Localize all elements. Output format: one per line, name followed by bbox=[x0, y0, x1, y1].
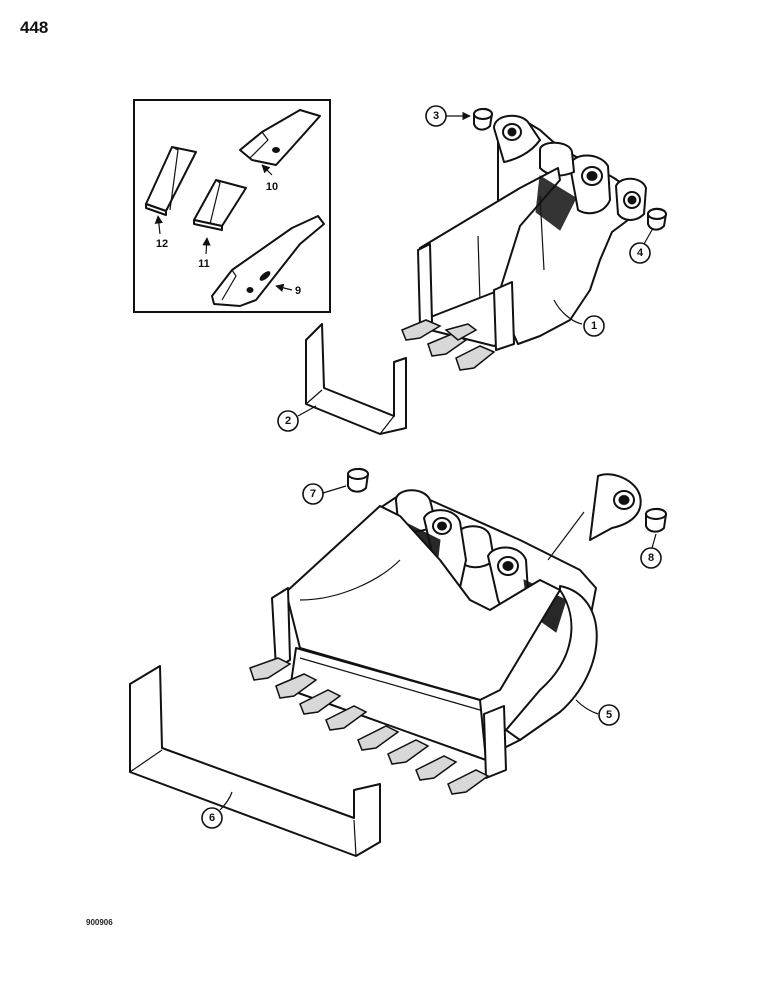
narrow-bucket bbox=[401, 114, 647, 371]
page-number: 448 bbox=[20, 18, 49, 37]
callout-7-label: 7 bbox=[310, 488, 316, 500]
callout-7 bbox=[302, 483, 324, 505]
label-10: 10 bbox=[266, 181, 278, 193]
callout-1-label: 1 bbox=[591, 320, 597, 332]
callout-2-label: 2 bbox=[285, 415, 291, 427]
label-12: 12 bbox=[156, 238, 168, 250]
label-11: 11 bbox=[198, 258, 210, 270]
callout-3-label: 3 bbox=[433, 110, 439, 122]
adapter-9 bbox=[211, 215, 325, 307]
bucket-ear-piece bbox=[547, 473, 642, 561]
callout-1 bbox=[583, 315, 605, 337]
callout-2 bbox=[277, 410, 299, 432]
callouts: 1 2 3 4 5 6 7 8 bbox=[201, 105, 662, 829]
tooth-guard-2 bbox=[305, 323, 407, 435]
tooth-cap-11 bbox=[193, 179, 247, 231]
tooth-guard-6 bbox=[129, 665, 381, 857]
tooth-cap-12 bbox=[145, 146, 197, 216]
inset-tooth-parts: 10 12 11 9 bbox=[133, 99, 331, 313]
callout-5-label: 5 bbox=[606, 709, 612, 721]
callout-6 bbox=[201, 807, 223, 829]
callout-8 bbox=[640, 547, 662, 569]
callout-3 bbox=[425, 105, 447, 127]
bushing-7 bbox=[347, 468, 369, 493]
bushing-4 bbox=[647, 207, 667, 231]
bucket-teeth-upper bbox=[401, 319, 496, 371]
label-9: 9 bbox=[295, 285, 301, 297]
wide-bucket bbox=[249, 489, 598, 795]
bushing-3 bbox=[473, 108, 493, 131]
callout-4-label: 4 bbox=[637, 247, 644, 259]
callout-8-label: 8 bbox=[648, 552, 654, 564]
adapter-10 bbox=[239, 109, 321, 166]
bucket-teeth-lower bbox=[249, 657, 490, 795]
callout-5 bbox=[598, 704, 620, 726]
callout-4 bbox=[629, 242, 651, 264]
bushing-8 bbox=[645, 508, 667, 533]
callout-6-label: 6 bbox=[209, 812, 215, 824]
figure-code: 900906 bbox=[86, 918, 113, 927]
